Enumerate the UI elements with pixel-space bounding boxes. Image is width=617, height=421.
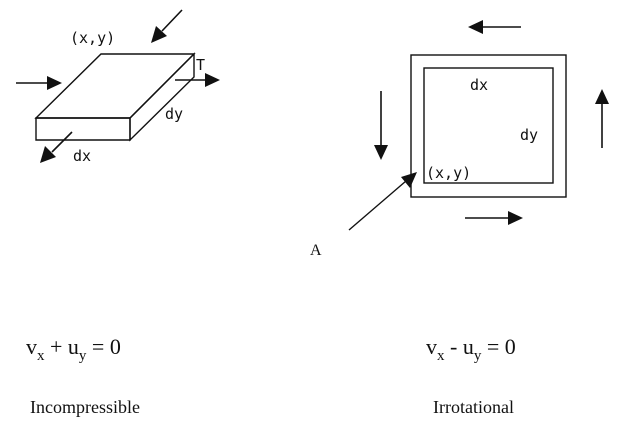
inflow-arrow-left (16, 76, 62, 90)
right-label-dy: dy (520, 126, 538, 144)
irrotational-caption: Irrotational (433, 397, 514, 417)
incompressible-equation: vx + uy = 0 (26, 334, 121, 364)
irrotational-equation: vx - uy = 0 (426, 334, 516, 364)
incompressible-arrows (16, 9, 220, 163)
right-label-xy: (x,y) (426, 164, 471, 182)
incompressible-caption: Incompressible (30, 397, 140, 417)
outflow-arrow-right (175, 73, 220, 87)
left-label-T: T (196, 56, 205, 74)
right-arrow-up (595, 89, 609, 148)
top-arrow-left (468, 20, 521, 34)
incompressible-diagram (34, 52, 196, 142)
pointer-A (348, 172, 417, 231)
outer-square (410, 54, 567, 198)
left-label-dx: dx (73, 147, 91, 165)
inner-square (423, 67, 554, 184)
right-label-dx: dx (470, 76, 488, 94)
right-label-A: A (310, 242, 322, 259)
irrotational-arrows (348, 20, 609, 231)
bottom-arrow-right (465, 211, 523, 225)
slab-front-face (35, 117, 131, 141)
irrotational-diagram (410, 54, 567, 198)
left-label-dy: dy (165, 105, 183, 123)
outflow-arrow-bottom (40, 131, 73, 163)
left-label-xy: (x,y) (70, 29, 115, 47)
inflow-arrow-top (151, 9, 183, 43)
slab-side-face (129, 52, 195, 142)
left-arrow-down (374, 91, 388, 160)
